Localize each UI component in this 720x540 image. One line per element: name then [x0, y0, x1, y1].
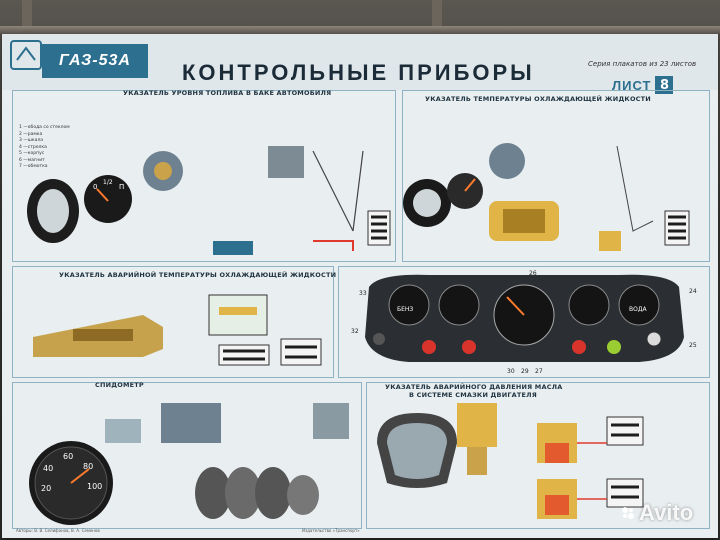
drive-unit-icon [313, 403, 349, 439]
warning-lamp-icon [462, 340, 476, 354]
footer-authors: Авторы: В. В. Селифонов, В. А. Семенов [16, 528, 100, 533]
oil-pressure-panel: УКАЗАТЕЛЬ АВАРИЙНОГО ДАВЛЕНИЯ МАСЛА В СИ… [366, 382, 710, 529]
emergency-temp-illustration [33, 294, 322, 366]
avito-watermark: Avito [620, 500, 693, 526]
drum-icon [225, 467, 261, 519]
oil-section-title-line1: УКАЗАТЕЛЬ АВАРИЙНОГО ДАВЛЕНИЯ МАСЛА [385, 383, 563, 391]
switch-knob-icon [646, 331, 662, 347]
dial-mark: П [119, 183, 124, 191]
gaz-logo-icon [10, 40, 42, 70]
coolant-section-title: УКАЗАТЕЛЬ ТЕМПЕРАТУРЫ ОХЛАЖДАЮЩЕЙ ЖИДКОС… [425, 95, 651, 103]
fuel-illustration: 0 1/2 П [27, 146, 391, 255]
odometer-drum-icon [105, 419, 141, 443]
speedometer-section-title: СПИДОМЕТР [95, 381, 144, 389]
oil-section-title-line2: В СИСТЕМЕ СМАЗКИ ДВИГАТЕЛЯ [409, 391, 537, 399]
drum-icon [255, 467, 291, 519]
legend-item: 2 —рамка [19, 131, 43, 137]
switch-knob-icon [373, 333, 385, 345]
legend-item: 7 —обмотка [19, 164, 48, 169]
legend-item: 4 —стрелка [19, 144, 47, 150]
speedometer-panel: СПИДОМЕТР 20 40 60 80 100 [12, 381, 362, 529]
callout: 33 [359, 290, 367, 297]
poster: ГАЗ-53А КОНТРОЛЬНЫЕ ПРИБОРЫ Серия плакат… [2, 30, 718, 538]
speedo-mark: 100 [87, 482, 102, 491]
poster-title: КОНТРОЛЬНЫЕ ПРИБОРЫ [182, 60, 535, 85]
wiring-icon [313, 240, 354, 251]
gauge-mechanism-icon [489, 143, 525, 179]
emergency-temp-section-title: УКАЗАТЕЛЬ АВАРИЙНОЙ ТЕМПЕРАТУРЫ ОХЛАЖДАЮ… [59, 271, 337, 279]
speedometer-illustration: 20 40 60 80 100 [29, 403, 349, 525]
footer-publisher: Издательство «Транспорт» [302, 528, 360, 533]
dial-mark: 1/2 [103, 179, 113, 186]
lever-arm-icon [213, 241, 253, 255]
gear-icon [287, 475, 319, 515]
series-note: Серия плакатов из 23 листов [588, 60, 697, 68]
sensor-plug-icon [599, 231, 621, 251]
warning-lamp-icon [572, 340, 586, 354]
callout: 25 [689, 342, 697, 349]
fuel-legend: 1 —обода со стеклом 2 —рамка 3 —шкала 4 … [19, 125, 70, 171]
avito-logo-icon [622, 507, 634, 519]
callout: 32 [351, 328, 359, 335]
emergency-temp-panel: УКАЗАТЕЛЬ АВАРИЙНОЙ ТЕМПЕРАТУРЫ ОХЛАЖДАЮ… [12, 266, 337, 378]
temp-gauge-label: ВОДА [629, 306, 648, 313]
vehicle-model: ГАЗ-53А [42, 44, 148, 78]
fuel-gauge-dial-icon [84, 175, 132, 223]
fuel-level-panel: УКАЗАТЕЛЬ УРОВНЯ ТОПЛИВА В БАКЕ АВТОМОБИ… [12, 89, 396, 262]
sheet-number: 8 [655, 76, 674, 94]
indicator-lamp-icon [607, 340, 621, 354]
dashboard-panel: БЕНЗ ВОДА 33 26 32 30 29 27 25 24 [338, 266, 710, 378]
legend-item: 6 —магнит [19, 157, 45, 163]
speedo-mark: 20 [41, 484, 51, 493]
legend-item: 3 —шкала [19, 138, 44, 143]
callout: 27 [535, 368, 543, 375]
drum-icon [195, 467, 231, 519]
speedo-mark: 80 [83, 462, 93, 471]
hanging-strap-left [22, 0, 32, 30]
coolant-illustration [403, 143, 690, 251]
speedo-mark: 40 [43, 464, 53, 473]
watermark-text: Avito [639, 500, 694, 525]
oil-pressure-illustration [377, 403, 644, 519]
callout: 26 [529, 270, 537, 277]
callout: 29 [521, 368, 529, 375]
coolant-temp-panel: УКАЗАТЕЛЬ ТЕМПЕРАТУРЫ ОХЛАЖДАЮЩЕЙ ЖИДКОС… [402, 90, 710, 262]
sensor-housing-icon [268, 146, 304, 178]
hanging-rod [0, 26, 720, 34]
hanging-strap-right [432, 0, 442, 30]
legend-item: 1 —обода со стеклом [19, 125, 70, 130]
callout: 30 [507, 368, 515, 375]
fuel-gauge-label: БЕНЗ [397, 306, 413, 313]
fuel-section-title: УКАЗАТЕЛЬ УРОВНЯ ТОПЛИВА В БАКЕ АВТОМОБИ… [123, 89, 332, 97]
legend-item: 5 —корпус [19, 151, 45, 156]
pressure-sensor-icon [457, 403, 497, 447]
speedo-mark: 60 [63, 452, 73, 461]
dashboard-illustration: БЕНЗ ВОДА 33 26 32 30 29 27 25 24 [351, 270, 697, 375]
speedometer-mechanism-icon [161, 403, 221, 443]
callout: 24 [689, 288, 697, 295]
warning-lamp-icon [422, 340, 436, 354]
dial-mark: 0 [93, 183, 97, 191]
sheet-label: ЛИСТ [612, 77, 652, 93]
sheet-indicator: ЛИСТ 8 [612, 76, 674, 94]
